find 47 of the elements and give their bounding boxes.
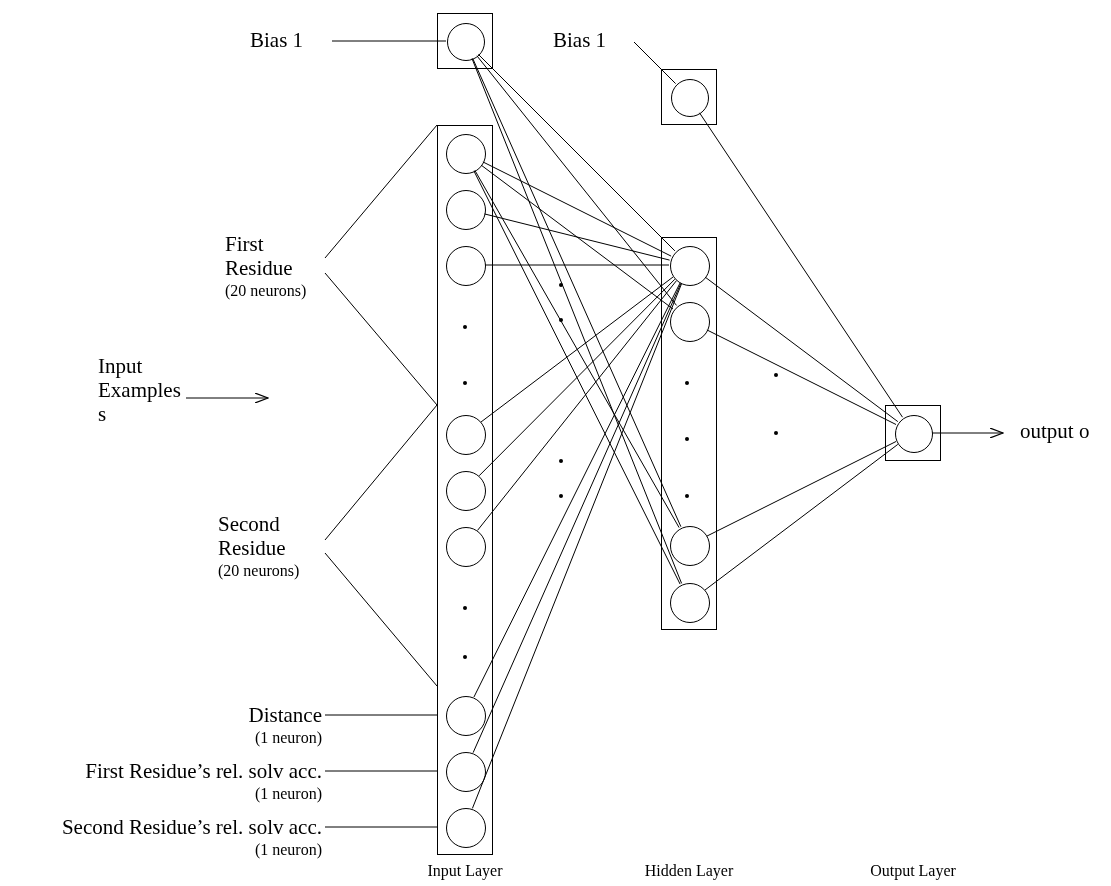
- connection-line: [706, 329, 897, 425]
- arrow: [185, 392, 269, 404]
- connection-line: [476, 55, 677, 306]
- leader-line: [324, 272, 438, 406]
- bias-label: Bias 1: [250, 28, 332, 52]
- leader-line: [633, 41, 677, 85]
- arrow: [931, 427, 1004, 439]
- input-group-label: First Residue: [225, 232, 294, 280]
- neuron-count: (1 neuron): [254, 840, 322, 861]
- neuron-count: (1 neuron): [254, 728, 322, 749]
- layer-box: [661, 237, 717, 630]
- input-group-label: Second Residue: [218, 512, 287, 560]
- connection-line: [477, 53, 676, 252]
- leader-line: [324, 714, 438, 716]
- input-label: First Residue’s rel. solv acc.: [85, 759, 322, 783]
- leader-line: [331, 40, 447, 42]
- output-label: output o: [1020, 419, 1110, 443]
- connection-line: [480, 276, 674, 423]
- neuron-count: (20 neurons): [218, 561, 300, 582]
- input-label: Distance: [248, 703, 322, 727]
- connection-line: [480, 164, 674, 310]
- layer-box: [437, 125, 493, 855]
- neuron-count: (20 neurons): [225, 281, 307, 302]
- output-box: [885, 405, 941, 461]
- input-label: Input Examples s: [98, 354, 193, 426]
- bias-box: [661, 69, 717, 125]
- connection-line: [483, 213, 671, 261]
- bias-label: Bias 1: [553, 28, 635, 52]
- neuron-count: (1 neuron): [254, 784, 322, 805]
- connection-line: [482, 161, 672, 257]
- connection-line: [484, 264, 670, 266]
- connection-line: [704, 276, 899, 423]
- leader-line: [324, 826, 438, 828]
- input-label: Second Residue’s rel. solv acc.: [61, 815, 322, 839]
- layer-caption: Output Layer: [869, 861, 957, 882]
- layer-caption: Input Layer: [426, 861, 504, 882]
- bias-box: [437, 13, 493, 69]
- connection-line: [706, 441, 897, 537]
- connection-line: [699, 112, 903, 418]
- connection-line: [704, 443, 899, 591]
- layer-caption: Hidden Layer: [643, 861, 735, 882]
- connection-line: [478, 278, 676, 477]
- connection-line: [477, 280, 677, 531]
- leader-line: [324, 404, 438, 541]
- leader-line: [324, 124, 438, 259]
- leader-line: [324, 770, 438, 772]
- leader-line: [324, 552, 438, 687]
